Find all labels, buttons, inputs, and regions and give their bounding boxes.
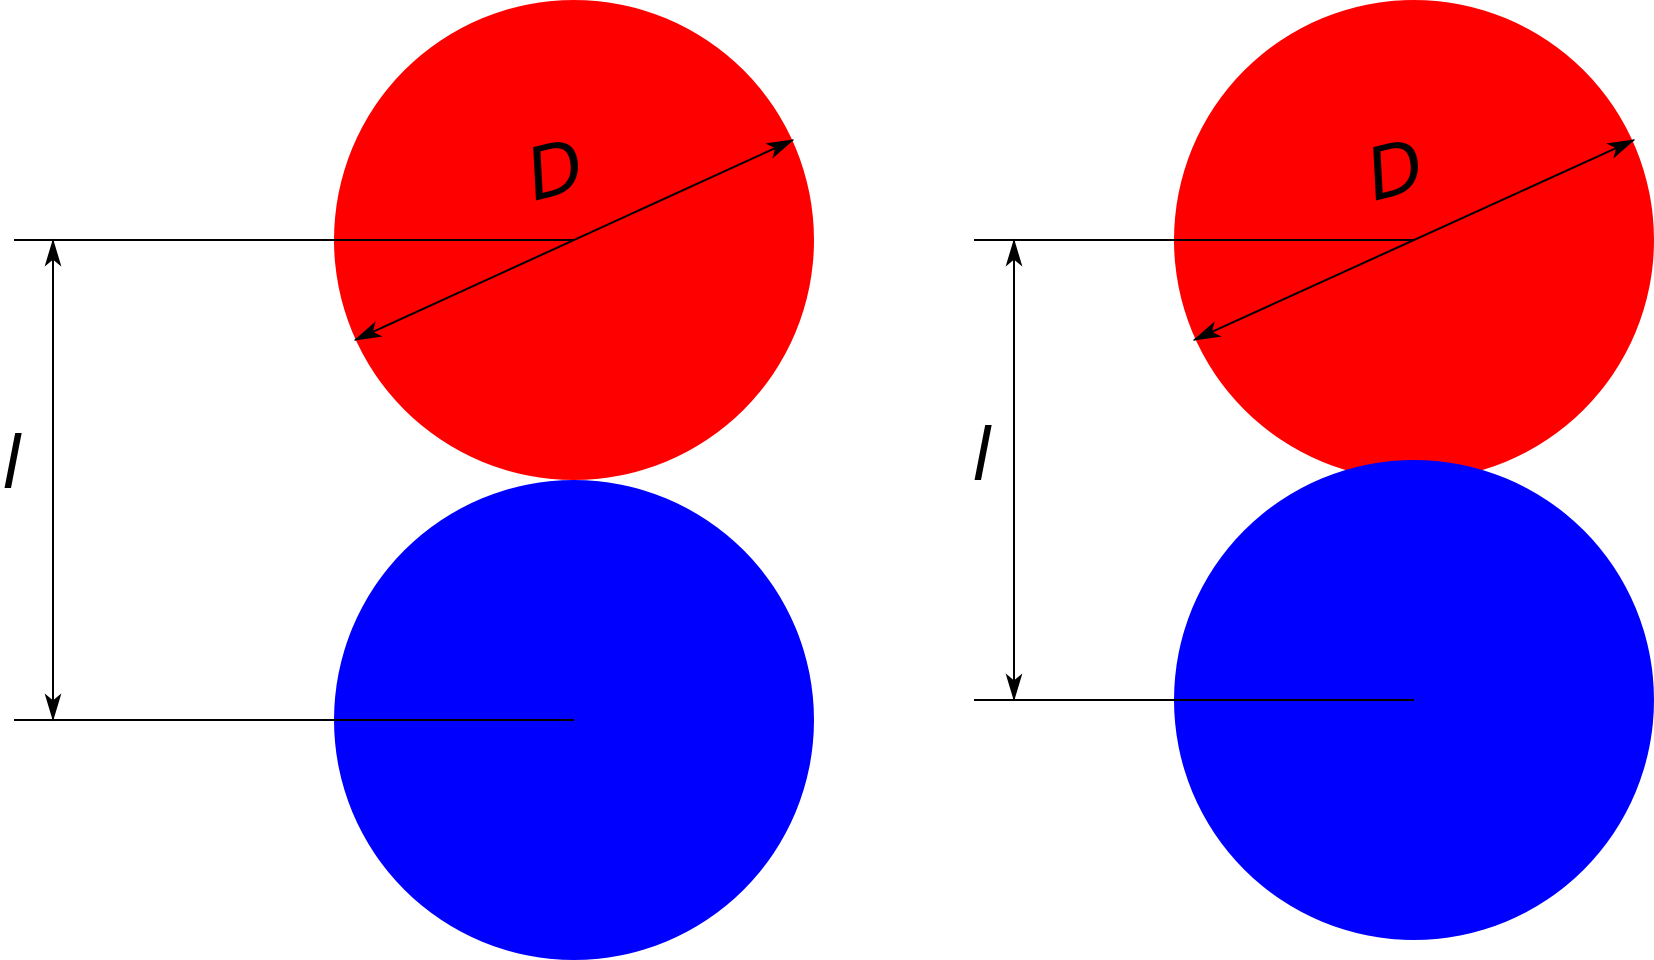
left-distance-label: l	[2, 421, 22, 505]
left-diameter-arrow	[353, 139, 795, 341]
right-diameter-arrow	[1192, 139, 1636, 341]
right-panel: D l	[972, 0, 1654, 940]
right-distance-label: l	[972, 413, 992, 497]
left-panel: D l	[2, 0, 814, 960]
